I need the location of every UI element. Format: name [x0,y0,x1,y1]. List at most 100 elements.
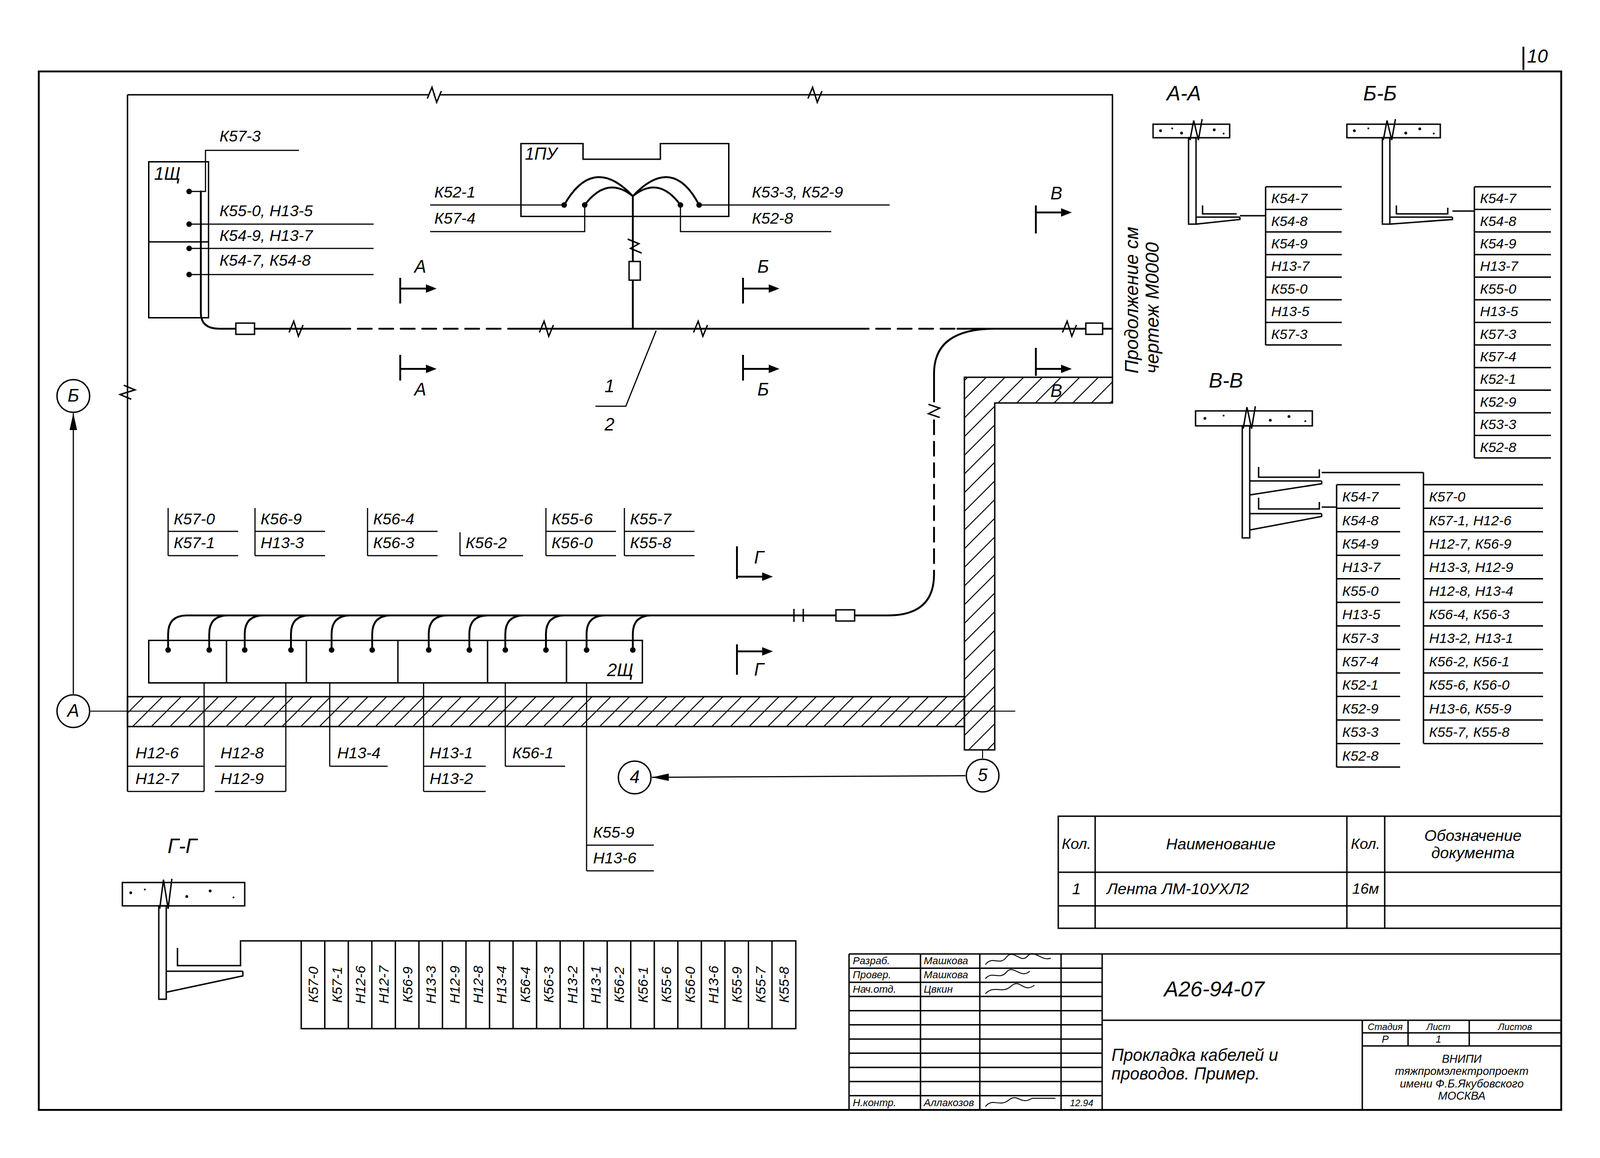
table-header: Обозначение документа [1393,827,1553,863]
leader-line [545,508,616,556]
leader-line [127,150,890,871]
cable-list-cell: К57-0 [305,966,321,1004]
terminal-dot [502,647,509,653]
cable-list-cell: К57-3 [1271,325,1308,342]
cable-list-cell: К57-3 [1342,630,1379,646]
concrete-texture [129,127,1435,899]
signature [985,984,1035,994]
section-view [1321,506,1337,509]
section-arrowhead [1061,364,1072,374]
cable-list-cell: К52-9 [1342,700,1379,716]
concrete-texture [1352,129,1356,133]
cable-list-cell: Н12-8, Н13-4 [1429,582,1514,599]
cable-mark: К52-8 [751,209,793,227]
section-view [166,971,243,993]
leader-line [204,683,587,871]
section-view [1336,484,1401,768]
axis-marker: 5 [965,758,1000,793]
section-mark [1035,205,1063,234]
section-view [1239,215,1266,217]
terminal-dot [206,647,213,653]
cable-mark: Н12-9 [220,770,264,788]
leader-line [430,204,565,206]
terminal-dot [466,647,473,653]
section-letter: А [414,257,426,277]
cable-route [331,615,351,648]
section-letter: Г [754,660,765,680]
section-view [122,882,245,907]
panel-divider [148,241,567,684]
sheet-frame [38,46,1562,1111]
terminal-dot [288,647,294,653]
section-letter: Г [754,548,765,568]
break-mark [289,321,304,337]
axis-marker: А [56,693,91,729]
section-mark [1035,347,1063,376]
signature [985,969,1030,979]
concrete-texture [1432,132,1435,135]
cable-list-cell: К55-9 [729,966,745,1004]
table-header: Кол. [1061,835,1092,853]
sheet-number: 10 [1527,45,1549,67]
cable-route [186,574,935,616]
section-title: В-В [1208,369,1243,392]
cable-list-cell: К52-9 [1479,393,1517,410]
break-mark [693,321,708,337]
title-block-cell: Машкова [923,955,969,967]
break-mark [627,239,642,254]
concrete-texture [1367,127,1370,130]
cable-mark: К57-4 [434,209,476,227]
document-code: А26-94-07 [1164,977,1265,1002]
cable-list-cell: К56-9 [399,966,415,1004]
cable-list-cell: Н13-6, К55-9 [1429,700,1512,716]
cable-mark: Н13-1 [429,744,474,762]
cable-route [244,615,264,648]
cable-list-cell: Н13-2, Н13-1 [1429,630,1514,646]
terminal-dot [165,647,171,653]
section-view [1423,472,1544,744]
concrete-texture [143,888,146,891]
cable-list-cell: К56-0 [681,966,698,1004]
leader-line [168,508,239,556]
sheet-frame [38,71,1562,1111]
section-arrowhead [425,208,1072,656]
cable-mark: К55-0, Н13-5 [219,202,313,220]
cable-route [933,420,935,575]
concrete-texture [208,889,212,893]
room-outline [427,87,442,103]
title-block-cell: Аллакозов [923,1097,975,1109]
cable-list-cell: К52-1 [1479,371,1517,387]
node-label: Б [67,386,80,406]
terminal-dot [630,647,636,653]
cable-mark: Н13-3 [260,534,305,552]
cable-mark: Н13-4 [337,744,381,762]
break-mark [1062,321,1077,337]
organisation-name: ВНИПИ тяжпромэлектропроект имени Ф.Б.Яку… [1384,1053,1539,1103]
title-block-cell: Нач.отд. [852,984,897,996]
cable-mark: К55-8 [630,534,672,552]
section-view [301,941,796,1029]
concrete-texture [1404,131,1408,135]
terminal-dot [425,647,432,653]
axis-line [982,750,984,759]
break-mark [289,239,1077,623]
axis-line [90,710,1016,712]
cable-list-cell: К55-7 [752,966,768,1004]
table-cell: 16м [1352,880,1380,898]
cable-list-cell: К56-2, К56-1 [1429,653,1510,670]
cable-route [545,615,565,648]
cable-list-cell: Н13-3, Н12-9 [1429,559,1514,575]
table-grid [1058,872,1562,907]
node-label: 1Щ [154,164,181,185]
cable-sleeve [1085,323,1103,335]
terminal-dot [165,188,702,653]
section-view [1389,217,1453,225]
section-arrowhead [762,572,773,581]
section-view [177,941,302,966]
cable-route [168,176,1113,648]
cable-list-cell: Н13-7 [1271,258,1310,274]
cable-list-cell: К55-6, К56-0 [1429,677,1510,693]
wall-hatching [127,377,1113,751]
section-mark [400,354,428,381]
table-grid [849,954,1562,1111]
